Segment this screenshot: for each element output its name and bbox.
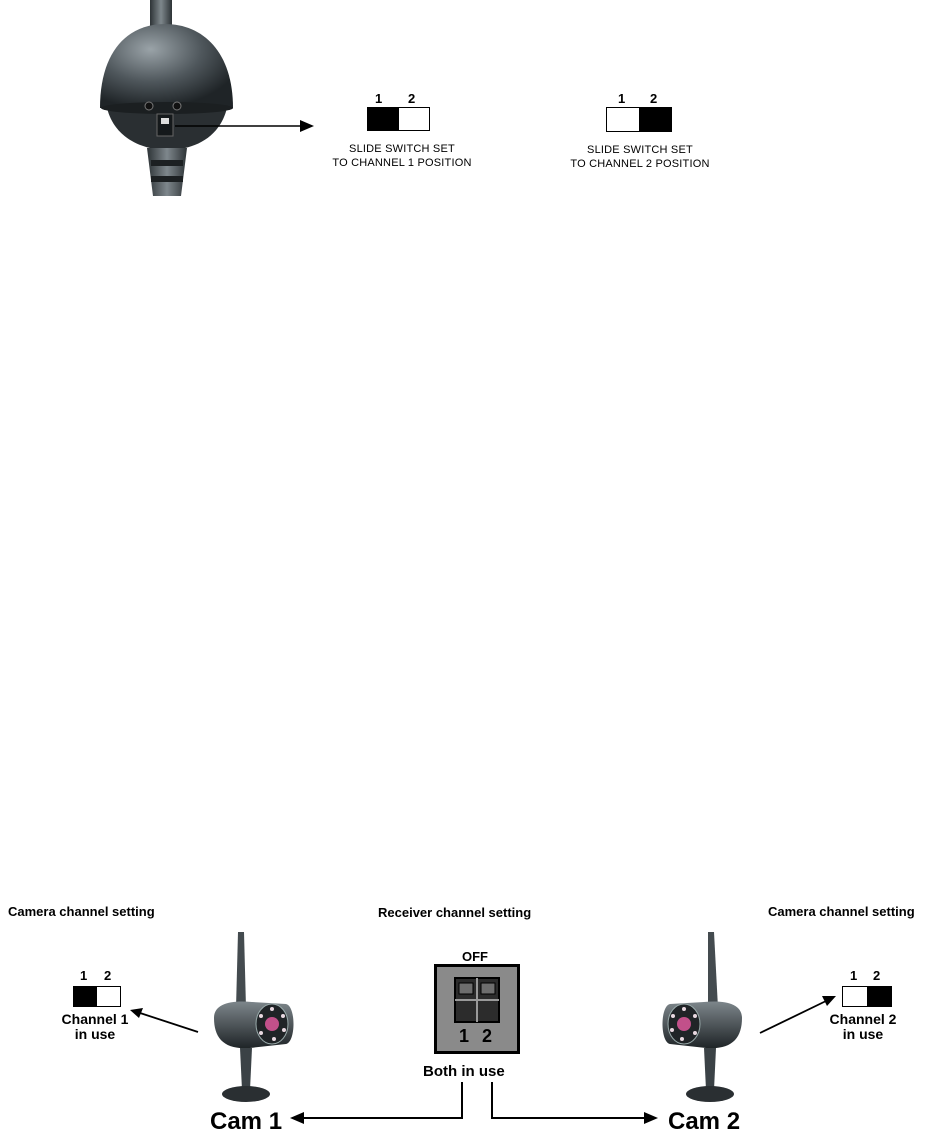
switch-segment-2-inactive bbox=[399, 108, 430, 130]
switch-segment-1-active bbox=[368, 108, 399, 130]
caption-line-1: SLIDE SWITCH SET bbox=[318, 142, 486, 156]
connection-arrows bbox=[0, 960, 951, 1130]
slide-switch-channel-2 bbox=[606, 107, 672, 132]
camera-2-illustration bbox=[656, 930, 756, 1120]
camera-1-label: Cam 1 bbox=[210, 1108, 282, 1136]
switch-segment-2-active bbox=[639, 108, 671, 131]
camera-1-illustration bbox=[200, 930, 300, 1120]
switch-ch2-number-1: 1 bbox=[618, 91, 625, 106]
caption-line-2: TO CHANNEL 1 POSITION bbox=[318, 156, 486, 170]
dome-camera-illustration bbox=[95, 0, 315, 196]
switch-ch1-caption: SLIDE SWITCH SET TO CHANNEL 1 POSITION bbox=[318, 142, 486, 170]
switch-ch1-number-1: 1 bbox=[375, 91, 382, 106]
caption-line-2: TO CHANNEL 2 POSITION bbox=[556, 157, 724, 171]
camera-2-label: Cam 2 bbox=[668, 1108, 740, 1136]
receiver-channel-heading: Receiver channel setting bbox=[378, 905, 531, 920]
caption-line-1: SLIDE SWITCH SET bbox=[556, 143, 724, 157]
right-camera-channel-heading: Camera channel setting bbox=[768, 904, 915, 919]
switch-ch1-number-2: 2 bbox=[408, 91, 415, 106]
slide-switch-channel-1 bbox=[367, 107, 430, 131]
switch-ch2-number-2: 2 bbox=[650, 91, 657, 106]
left-camera-channel-heading: Camera channel setting bbox=[8, 904, 155, 919]
switch-segment-1-inactive bbox=[607, 108, 639, 131]
switch-ch2-caption: SLIDE SWITCH SET TO CHANNEL 2 POSITION bbox=[556, 143, 724, 171]
